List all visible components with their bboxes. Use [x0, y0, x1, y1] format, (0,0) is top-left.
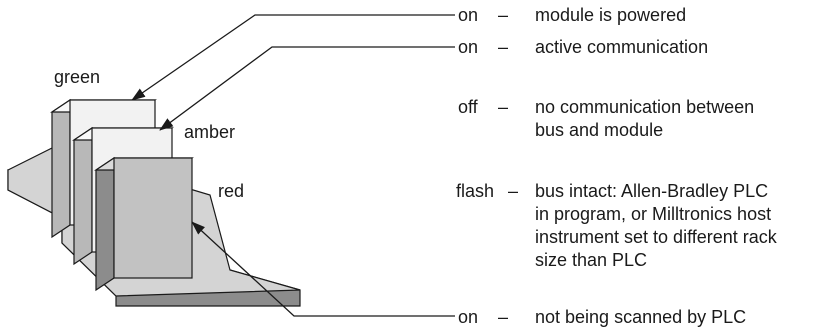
state-dash: – — [498, 37, 509, 57]
description-line: in program, or Milltronics host — [535, 204, 772, 224]
state-label: off — [458, 97, 478, 117]
description-line: instrument set to different rack — [535, 227, 777, 247]
description-line: module is powered — [535, 5, 687, 25]
description-line: active communication — [535, 37, 709, 57]
description-line: size than PLC — [535, 250, 648, 270]
state-description: not being scanned by PLC — [535, 306, 746, 329]
state-description: active communication — [535, 36, 708, 59]
state-dash: – — [498, 307, 509, 327]
state-label: on — [458, 37, 479, 57]
description-line: no communication between — [535, 97, 755, 117]
description-line: not being scanned by PLC — [535, 307, 747, 327]
state-dash: – — [508, 181, 519, 201]
state-description: bus intact: Allen-Bradley PLC in program… — [535, 180, 777, 272]
state-description: no communication between bus and module — [535, 96, 754, 142]
state-label: on — [458, 5, 479, 25]
state-dash: – — [498, 97, 509, 117]
red-led — [94, 156, 194, 292]
state-label: flash — [456, 181, 495, 201]
red-label: red — [218, 181, 245, 201]
amber-label: amber — [184, 122, 236, 142]
state-description: module is powered — [535, 4, 686, 27]
green-label: green — [54, 67, 101, 87]
red-leader-line — [191, 221, 455, 317]
description-line: bus intact: Allen-Bradley PLC — [535, 181, 769, 201]
state-dash: – — [498, 5, 509, 25]
description-line: bus and module — [535, 120, 664, 140]
green-leader-line — [131, 14, 455, 101]
amber-leader-line — [159, 46, 455, 131]
state-label: on — [458, 307, 479, 327]
